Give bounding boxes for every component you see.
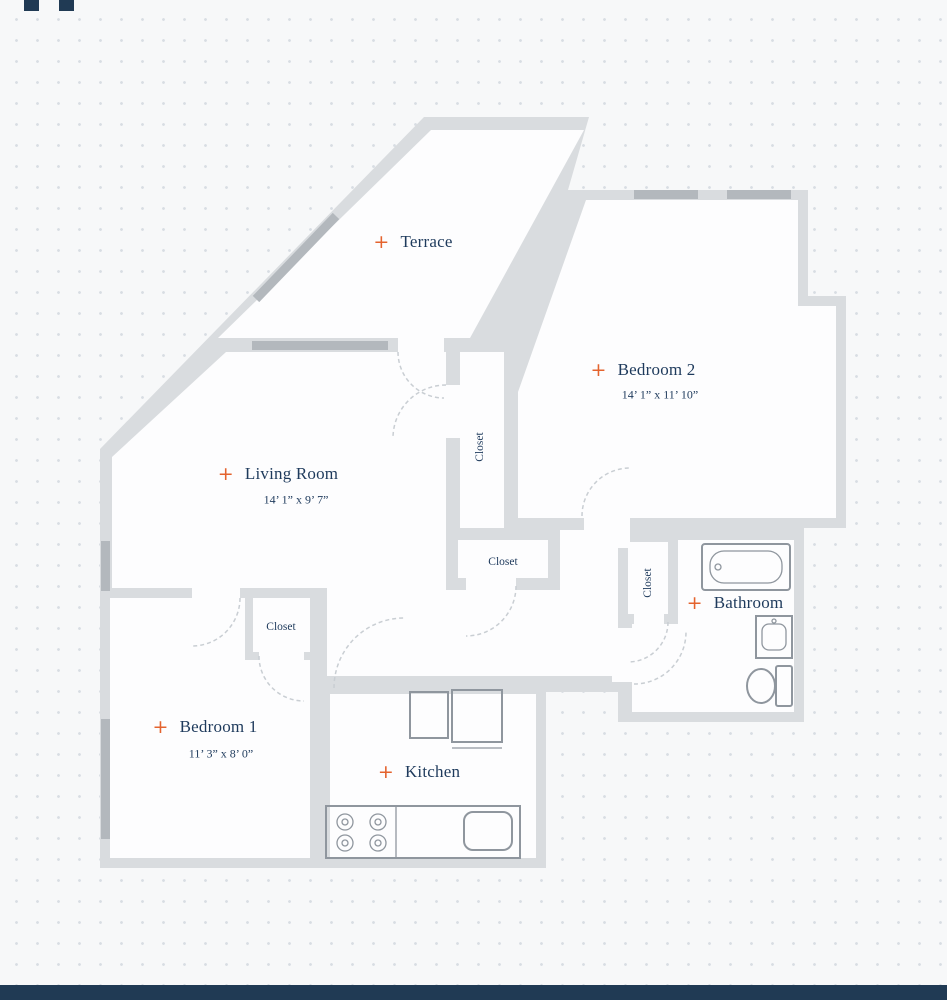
footer-bar bbox=[0, 985, 947, 1000]
stove-icon bbox=[336, 813, 387, 852]
living-room-window bbox=[101, 541, 110, 591]
bedroom2-window-left bbox=[634, 190, 698, 199]
room-name: Terrace bbox=[400, 232, 453, 251]
closet-bathroom-door-swing-arc bbox=[627, 621, 669, 663]
bedroom1-window bbox=[101, 719, 110, 839]
room-dimensions-living-room: 14’ 1” x 9’ 7” bbox=[263, 492, 329, 507]
room-name: Bedroom 2 bbox=[617, 360, 696, 379]
closet-bathroom-floor bbox=[628, 542, 668, 614]
bedroom2-window-right bbox=[727, 190, 791, 199]
room-marker-icon: + bbox=[377, 760, 394, 783]
living-room-floor bbox=[112, 352, 446, 588]
bedroom-2-floor bbox=[518, 200, 836, 518]
corner-square-1 bbox=[24, 0, 39, 11]
bedroom2-door-swing-arc bbox=[581, 467, 631, 517]
bathroom-fixtures bbox=[701, 543, 793, 707]
bathtub-icon bbox=[701, 543, 791, 591]
closet-hallway-door-swing-arc bbox=[465, 585, 517, 637]
toilet-icon bbox=[746, 665, 793, 707]
kitchen-fixtures bbox=[325, 689, 521, 859]
room-label-bathroom: + Bathroom bbox=[687, 593, 784, 613]
bedroom1-door-opening bbox=[192, 584, 240, 602]
room-marker-icon: + bbox=[373, 230, 390, 253]
room-name: Bathroom bbox=[713, 593, 784, 612]
room-dimensions-bedroom-2: 14’ 1” x 11’ 10” bbox=[621, 387, 699, 402]
hallway-floor bbox=[446, 590, 618, 676]
fridge-icon bbox=[451, 689, 503, 749]
terrace-diagonal-window bbox=[252, 212, 340, 303]
terrace-window bbox=[252, 341, 388, 350]
door-openings bbox=[192, 332, 668, 682]
kitchen-sink-icon bbox=[463, 811, 513, 851]
counter-icon bbox=[325, 805, 521, 859]
bedroom1-closet-wall-left bbox=[245, 590, 253, 652]
room-label-bedroom-1: + Bedroom 1 bbox=[153, 717, 258, 737]
closet-hallway-floor bbox=[458, 540, 548, 578]
closet-hallway-door-opening bbox=[466, 574, 516, 594]
terrace-floor bbox=[218, 130, 584, 338]
room-dimensions-bedroom-1: 11’ 3” x 8’ 0” bbox=[188, 746, 254, 761]
room-marker-icon: + bbox=[590, 358, 607, 381]
corridor-floor bbox=[327, 588, 446, 676]
room-label-kitchen: + Kitchen bbox=[378, 762, 460, 782]
terrace-door-swing-arc bbox=[397, 351, 445, 399]
closet-hall-vertical-floor bbox=[460, 352, 504, 528]
room-marker-icon: + bbox=[152, 715, 169, 738]
room-label-bedroom-2: + Bedroom 2 bbox=[591, 360, 696, 380]
closet-label-bedroom-1: Closet bbox=[266, 621, 296, 633]
room-name: Kitchen bbox=[404, 762, 461, 781]
room-marker-icon: + bbox=[217, 462, 234, 485]
room-name: Living Room bbox=[244, 464, 339, 483]
bedroom-1-floor bbox=[110, 598, 310, 858]
bedroom1-closet-wall-bottom-b bbox=[304, 652, 320, 660]
closet-label-hallway: Closet bbox=[488, 556, 518, 568]
bathroom-door-swing-arc bbox=[633, 631, 687, 685]
bedroom1-closet-door-swing-arc bbox=[258, 655, 305, 702]
door-swing-arcs bbox=[191, 351, 687, 702]
bedroom1-door-swing-arc bbox=[191, 597, 241, 647]
bathroom-door-opening bbox=[612, 628, 636, 682]
windows bbox=[101, 190, 791, 839]
room-label-terrace: + Terrace bbox=[373, 232, 452, 252]
terrace-door-opening bbox=[398, 332, 444, 356]
closet-hall-vertical-door-opening bbox=[442, 385, 464, 438]
appliance-icon bbox=[409, 691, 449, 739]
sink-icon bbox=[755, 615, 793, 659]
closet-label-hall-vertical: Closet bbox=[474, 432, 486, 462]
room-label-living-room: + Living Room bbox=[218, 464, 338, 484]
bedroom1-closet-wall-bottom-a bbox=[245, 652, 259, 660]
closet-bathroom-door-opening bbox=[634, 610, 664, 628]
closet-hall-vertical-door-swing-arc bbox=[392, 384, 447, 439]
room-name: Bedroom 1 bbox=[179, 717, 258, 736]
corner-square-2 bbox=[59, 0, 74, 11]
closet-label-bathroom: Closet bbox=[642, 568, 654, 598]
room-marker-icon: + bbox=[686, 591, 703, 614]
bedroom2-door-opening bbox=[584, 512, 630, 548]
